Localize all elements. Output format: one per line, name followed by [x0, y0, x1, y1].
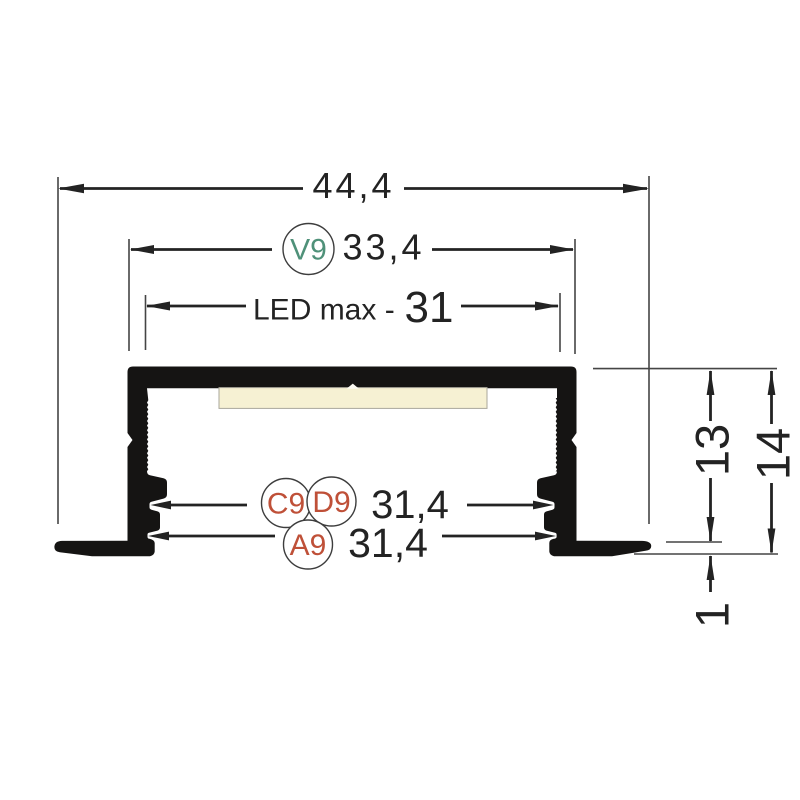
svg-text:1: 1 — [686, 602, 739, 628]
svg-text:33,4: 33,4 — [342, 227, 424, 268]
svg-text:A9: A9 — [290, 529, 327, 562]
svg-text:LED max -: LED max - — [253, 294, 395, 327]
svg-text:C9: C9 — [267, 488, 305, 521]
svg-text:14: 14 — [747, 428, 800, 480]
svg-text:44,4: 44,4 — [312, 165, 394, 206]
svg-text:V9: V9 — [290, 234, 327, 267]
svg-text:31,4: 31,4 — [348, 520, 428, 566]
svg-text:31: 31 — [405, 283, 454, 332]
svg-text:31,4: 31,4 — [371, 483, 449, 527]
svg-text:D9: D9 — [312, 486, 350, 519]
svg-text:13: 13 — [686, 424, 739, 476]
